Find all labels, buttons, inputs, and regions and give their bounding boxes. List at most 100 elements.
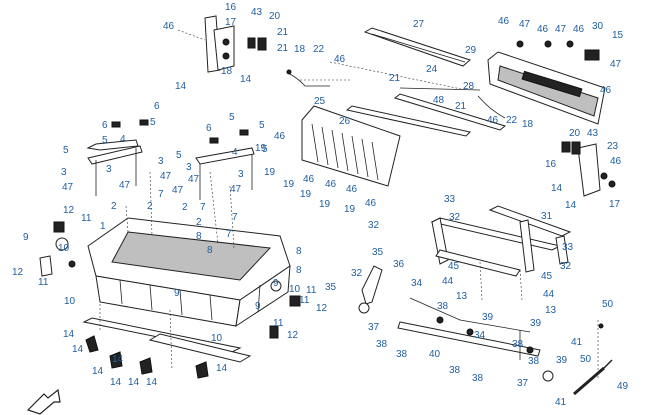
callout-2[interactable]: 2 (147, 201, 153, 212)
callout-19[interactable]: 19 (319, 199, 331, 210)
callout-8[interactable]: 8 (196, 231, 202, 242)
callout-18[interactable]: 18 (294, 44, 306, 55)
callout-1[interactable]: 1 (100, 221, 106, 232)
callout-14[interactable]: 14 (72, 344, 84, 355)
callout-39[interactable]: 39 (482, 312, 494, 323)
callout-38[interactable]: 38 (528, 356, 540, 367)
callout-9[interactable]: 9 (255, 301, 261, 312)
callout-38[interactable]: 38 (437, 301, 449, 312)
callout-19[interactable]: 19 (264, 167, 276, 178)
callout-46[interactable]: 46 (334, 54, 346, 65)
callout-47[interactable]: 47 (230, 184, 242, 195)
callout-11[interactable]: 11 (299, 295, 310, 306)
callout-23[interactable]: 23 (607, 141, 619, 152)
callout-11[interactable]: 11 (81, 213, 92, 224)
callout-4[interactable]: 4 (232, 147, 238, 158)
callout-38[interactable]: 38 (396, 349, 408, 360)
callout-45[interactable]: 45 (448, 261, 460, 272)
callout-35[interactable]: 35 (372, 247, 384, 258)
callout-19[interactable]: 19 (283, 179, 295, 190)
callout-14[interactable]: 14 (146, 377, 158, 388)
callout-41[interactable]: 41 (555, 397, 567, 408)
callout-9[interactable]: 9 (23, 232, 29, 243)
callout-47[interactable]: 47 (172, 185, 184, 196)
callout-11[interactable]: 11 (38, 277, 49, 288)
callout-46[interactable]: 46 (346, 184, 358, 195)
callout-3[interactable]: 3 (61, 167, 67, 178)
callout-3[interactable]: 3 (186, 162, 192, 173)
callout-44[interactable]: 44 (442, 276, 454, 287)
callout-41[interactable]: 41 (571, 337, 583, 348)
callout-14[interactable]: 14 (175, 81, 187, 92)
callout-21[interactable]: 21 (277, 43, 289, 54)
callout-14[interactable]: 14 (92, 366, 104, 377)
callout-46[interactable]: 46 (498, 16, 510, 27)
callout-46[interactable]: 46 (537, 24, 549, 35)
callout-7[interactable]: 7 (200, 202, 206, 213)
callout-4[interactable]: 4 (120, 134, 126, 145)
callout-17[interactable]: 17 (225, 17, 237, 28)
callout-46[interactable]: 46 (610, 156, 622, 167)
callout-21[interactable]: 21 (389, 73, 401, 84)
callout-3[interactable]: 3 (106, 164, 112, 175)
callout-47[interactable]: 47 (610, 59, 622, 70)
callout-6[interactable]: 6 (206, 123, 212, 134)
callout-5[interactable]: 5 (150, 117, 156, 128)
callout-28[interactable]: 28 (463, 81, 475, 92)
callout-34[interactable]: 34 (474, 330, 486, 341)
callout-46[interactable]: 46 (600, 85, 612, 96)
callout-30[interactable]: 30 (592, 21, 604, 32)
callout-20[interactable]: 20 (569, 128, 581, 139)
callout-38[interactable]: 38 (512, 339, 524, 350)
callout-2[interactable]: 2 (111, 201, 117, 212)
callout-16[interactable]: 16 (225, 2, 237, 13)
callout-33[interactable]: 33 (444, 194, 456, 205)
callout-19[interactable]: 19 (300, 189, 312, 200)
callout-12[interactable]: 12 (287, 330, 299, 341)
callout-46[interactable]: 46 (487, 115, 499, 126)
callout-14[interactable]: 14 (112, 354, 124, 365)
callout-35[interactable]: 35 (325, 282, 337, 293)
callout-29[interactable]: 29 (465, 45, 477, 56)
callout-5[interactable]: 5 (259, 120, 265, 131)
callout-18[interactable]: 18 (221, 66, 233, 77)
callout-6[interactable]: 6 (102, 120, 108, 131)
callout-43[interactable]: 43 (587, 128, 599, 139)
callout-46[interactable]: 46 (573, 24, 585, 35)
callout-11[interactable]: 11 (273, 318, 284, 329)
callout-38[interactable]: 38 (376, 339, 388, 350)
callout-5[interactable]: 5 (262, 144, 268, 155)
callout-37[interactable]: 37 (517, 378, 529, 389)
callout-20[interactable]: 20 (269, 11, 281, 22)
callout-8[interactable]: 8 (207, 245, 213, 256)
callout-2[interactable]: 2 (196, 217, 202, 228)
callout-9[interactable]: 9 (273, 278, 279, 289)
callout-17[interactable]: 17 (609, 199, 621, 210)
callout-39[interactable]: 39 (556, 355, 568, 366)
callout-36[interactable]: 36 (393, 259, 405, 270)
callout-38[interactable]: 38 (472, 373, 484, 384)
callout-32[interactable]: 32 (449, 212, 461, 223)
callout-5[interactable]: 5 (102, 135, 108, 146)
callout-14[interactable]: 14 (216, 363, 228, 374)
callout-8[interactable]: 8 (296, 265, 302, 276)
callout-22[interactable]: 22 (313, 44, 325, 55)
callout-31[interactable]: 31 (541, 211, 553, 222)
callout-15[interactable]: 15 (612, 30, 624, 41)
callout-32[interactable]: 32 (368, 220, 380, 231)
callout-50[interactable]: 50 (580, 354, 592, 365)
callout-8[interactable]: 8 (296, 246, 302, 257)
callout-9[interactable]: 9 (174, 288, 180, 299)
callout-32[interactable]: 32 (351, 268, 363, 279)
callout-10[interactable]: 10 (64, 296, 76, 307)
callout-21[interactable]: 21 (277, 27, 289, 38)
callout-3[interactable]: 3 (238, 169, 244, 180)
callout-38[interactable]: 38 (449, 365, 461, 376)
callout-27[interactable]: 27 (413, 19, 425, 30)
callout-49[interactable]: 49 (617, 381, 629, 392)
callout-6[interactable]: 6 (154, 101, 160, 112)
callout-7[interactable]: 7 (232, 212, 238, 223)
callout-25[interactable]: 25 (314, 96, 326, 107)
callout-32[interactable]: 32 (560, 261, 572, 272)
callout-7[interactable]: 7 (158, 189, 164, 200)
